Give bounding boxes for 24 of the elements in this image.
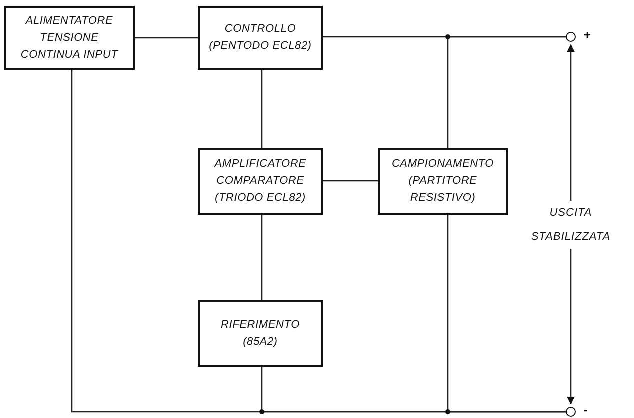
block-text: CONTROLLO [224,22,296,37]
terminal-circle [566,32,576,42]
block-text: AMPLIFICATORE COMPARATORE [213,157,308,189]
block-text: RIFERIMENTO [221,318,300,332]
block-text: (PARTITORE RESISTIVO) [408,174,478,206]
wire [261,215,263,300]
wire [447,36,566,148]
wire [261,70,263,148]
block-box [198,300,323,367]
block-box [198,148,323,215]
block-box [378,148,508,215]
block-text: ALIMENTATORE TENSIONE CONTINUA INPUT [20,14,120,62]
block-box [4,6,135,70]
polarity-sign: + [584,28,592,42]
terminal-circle [566,407,576,417]
block-text: CAMPIONAMENTO [392,157,494,172]
block-text: (85A2) [243,334,278,350]
wire [323,180,378,182]
polarity-sign: - [584,403,588,417]
block-text: (PENTODO ECL82) [209,39,312,54]
block-text: (TRIODO ECL82) [215,191,306,206]
block-box [198,6,323,70]
wire [71,70,566,413]
wire [135,37,198,39]
